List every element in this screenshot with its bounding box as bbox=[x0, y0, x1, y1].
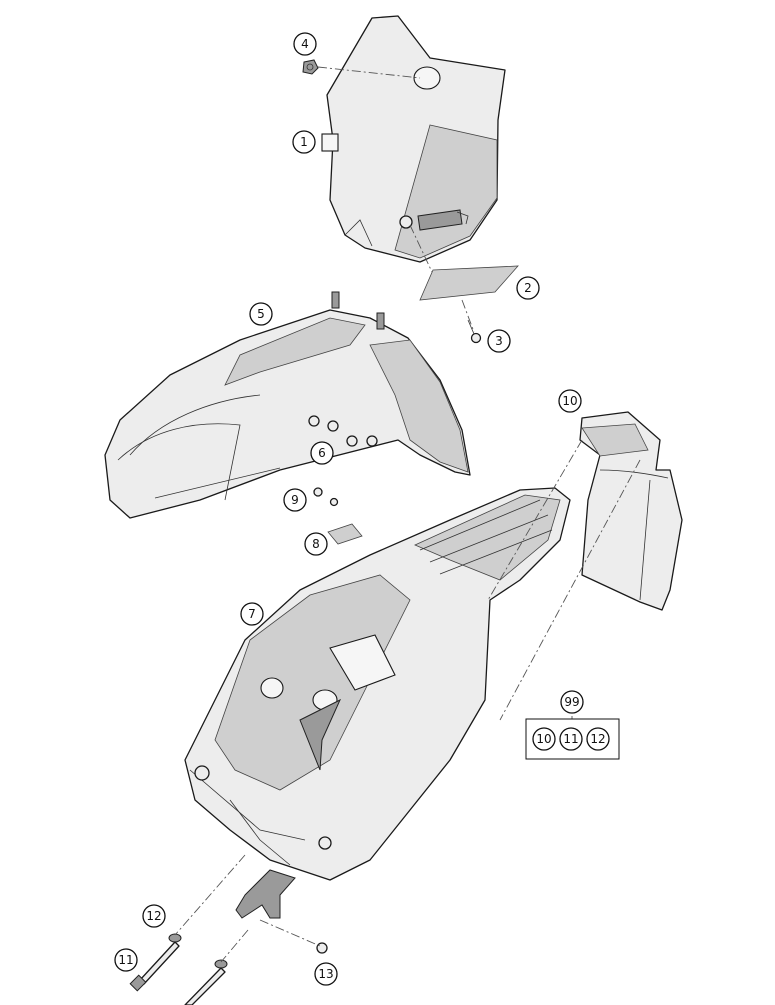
callout-3-label: 3 bbox=[495, 334, 503, 348]
plate-screw bbox=[467, 319, 482, 344]
callout-12-label: 12 bbox=[146, 909, 161, 923]
number-plate-foil bbox=[419, 265, 519, 301]
callout-9-label: 9 bbox=[291, 493, 299, 507]
callout-8: 8 bbox=[304, 532, 328, 556]
kit-item-label: 11 bbox=[563, 732, 578, 746]
callout-9: 9 bbox=[283, 488, 307, 512]
callout-13-label: 13 bbox=[318, 967, 333, 981]
assembly-lines bbox=[174, 66, 641, 963]
front-fender bbox=[104, 291, 471, 519]
callout-3: 3 bbox=[487, 329, 511, 353]
callout-7: 7 bbox=[240, 602, 264, 626]
callout-6-label: 6 bbox=[318, 446, 326, 460]
front-number-plate bbox=[321, 15, 506, 263]
callout-2-label: 2 bbox=[524, 281, 532, 295]
rear-fender-screw bbox=[316, 942, 328, 954]
fender-screws bbox=[308, 415, 378, 447]
callout-5-label: 5 bbox=[257, 307, 265, 321]
callout-12: 12 bbox=[142, 904, 166, 928]
callout-2: 2 bbox=[516, 276, 540, 300]
rear-fender bbox=[184, 487, 571, 881]
callout-1: 1 bbox=[292, 130, 316, 154]
speed-nut-clip bbox=[327, 523, 363, 545]
callout-6: 6 bbox=[310, 441, 334, 465]
rear-fender-mount-bracket bbox=[235, 869, 296, 919]
callout-11: 11 bbox=[114, 948, 138, 972]
rear-mudflap bbox=[579, 411, 683, 611]
callout-1-label: 1 bbox=[300, 135, 308, 149]
callout-5: 5 bbox=[249, 302, 273, 326]
kit-99-group: 99 10 11 12 bbox=[525, 690, 620, 760]
callout-7-label: 7 bbox=[248, 607, 256, 621]
plate-nut bbox=[302, 59, 319, 75]
kit-number-label: 99 bbox=[564, 695, 579, 709]
callout-4: 4 bbox=[293, 32, 317, 56]
callout-13: 13 bbox=[314, 962, 338, 986]
mounting-bolts bbox=[129, 941, 226, 1005]
callout-10-label: 10 bbox=[562, 394, 577, 408]
callout-10: 10 bbox=[558, 389, 582, 413]
kit-item-label: 12 bbox=[590, 732, 605, 746]
mounting-washers bbox=[168, 933, 228, 969]
callout-8-label: 8 bbox=[312, 537, 320, 551]
callout-11-label: 11 bbox=[118, 953, 133, 967]
bracket-screw bbox=[313, 487, 339, 507]
callout-4-label: 4 bbox=[301, 37, 309, 51]
kit-item-label: 10 bbox=[536, 732, 551, 746]
